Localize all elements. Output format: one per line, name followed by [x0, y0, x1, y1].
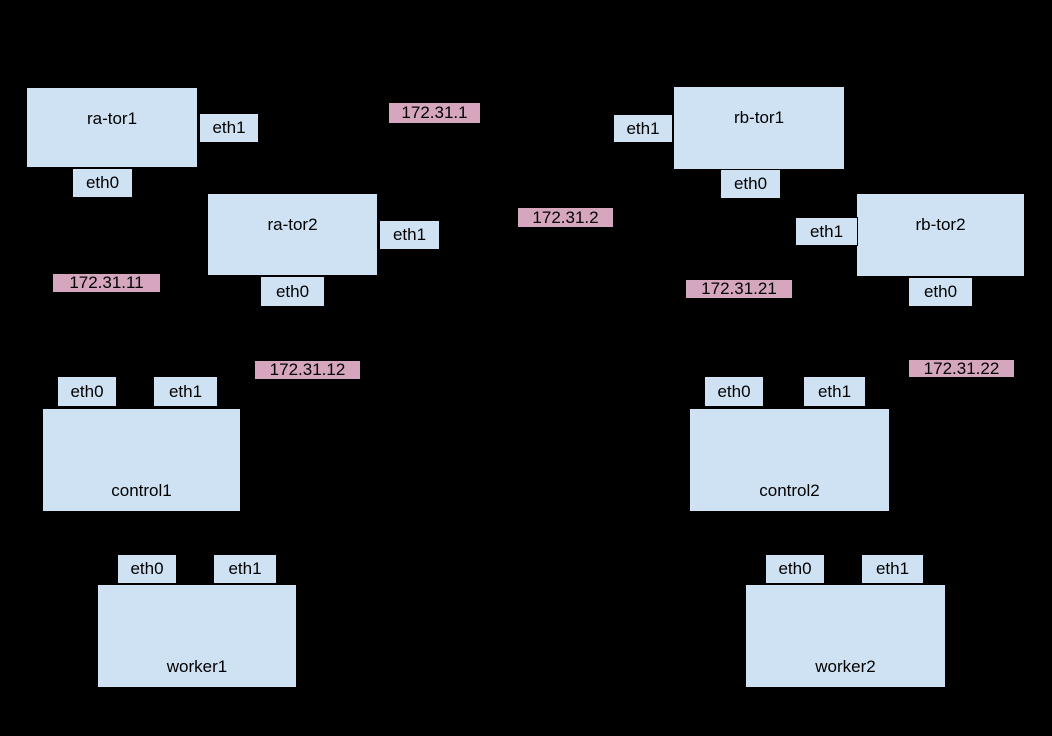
port-control2-eth1: eth1 [803, 376, 866, 407]
node-rb-tor2: rb-tor2 [856, 193, 1025, 277]
node-control1: control1 [42, 408, 241, 512]
node-worker1: worker1 [97, 584, 297, 688]
node-ra-tor1: ra-tor1 [26, 87, 198, 168]
ip-label-172-31-2: 172.31.2 [518, 208, 613, 227]
node-ra-tor2: ra-tor2 [207, 193, 378, 276]
port-worker2-eth1: eth1 [861, 554, 924, 584]
port-rb-tor2-eth0: eth0 [908, 277, 973, 307]
ip-label-172-31-12: 172.31.12 [255, 360, 360, 379]
node-rb-tor1: rb-tor1 [673, 86, 845, 170]
port-rb-tor1-eth1: eth1 [613, 114, 673, 143]
port-control2-eth0: eth0 [704, 376, 764, 407]
port-worker2-eth0: eth0 [765, 554, 825, 584]
node-label-ra-tor1: ra-tor1 [86, 109, 138, 128]
node-label-rb-tor2: rb-tor2 [915, 215, 966, 234]
port-ra-tor2-eth1: eth1 [379, 220, 440, 250]
node-label-control1: control1 [111, 481, 172, 500]
ip-label-172-31-1: 172.31.1 [389, 103, 480, 123]
port-ra-tor1-eth0: eth0 [72, 168, 133, 198]
ip-label-172-31-21: 172.31.21 [686, 279, 792, 298]
node-label-control2: control2 [759, 481, 820, 500]
node-label-ra-tor2: ra-tor2 [267, 215, 318, 234]
port-rb-tor2-eth1: eth1 [795, 217, 858, 246]
port-worker1-eth1: eth1 [213, 554, 277, 584]
port-control1-eth1: eth1 [153, 376, 218, 407]
node-label-worker2: worker2 [815, 657, 876, 676]
port-worker1-eth0: eth0 [117, 554, 177, 584]
port-rb-tor1-eth0: eth0 [720, 169, 781, 199]
ip-label-172-31-22: 172.31.22 [909, 359, 1014, 378]
node-label-worker1: worker1 [166, 657, 228, 676]
port-ra-tor2-eth0: eth0 [260, 276, 325, 307]
port-ra-tor1-eth1: eth1 [199, 113, 259, 143]
node-label-rb-tor1: rb-tor1 [733, 108, 785, 127]
node-worker2: worker2 [745, 584, 946, 688]
port-control1-eth0: eth0 [57, 376, 117, 407]
ip-label-172-31-11: 172.31.11 [53, 273, 160, 292]
node-control2: control2 [689, 408, 890, 512]
